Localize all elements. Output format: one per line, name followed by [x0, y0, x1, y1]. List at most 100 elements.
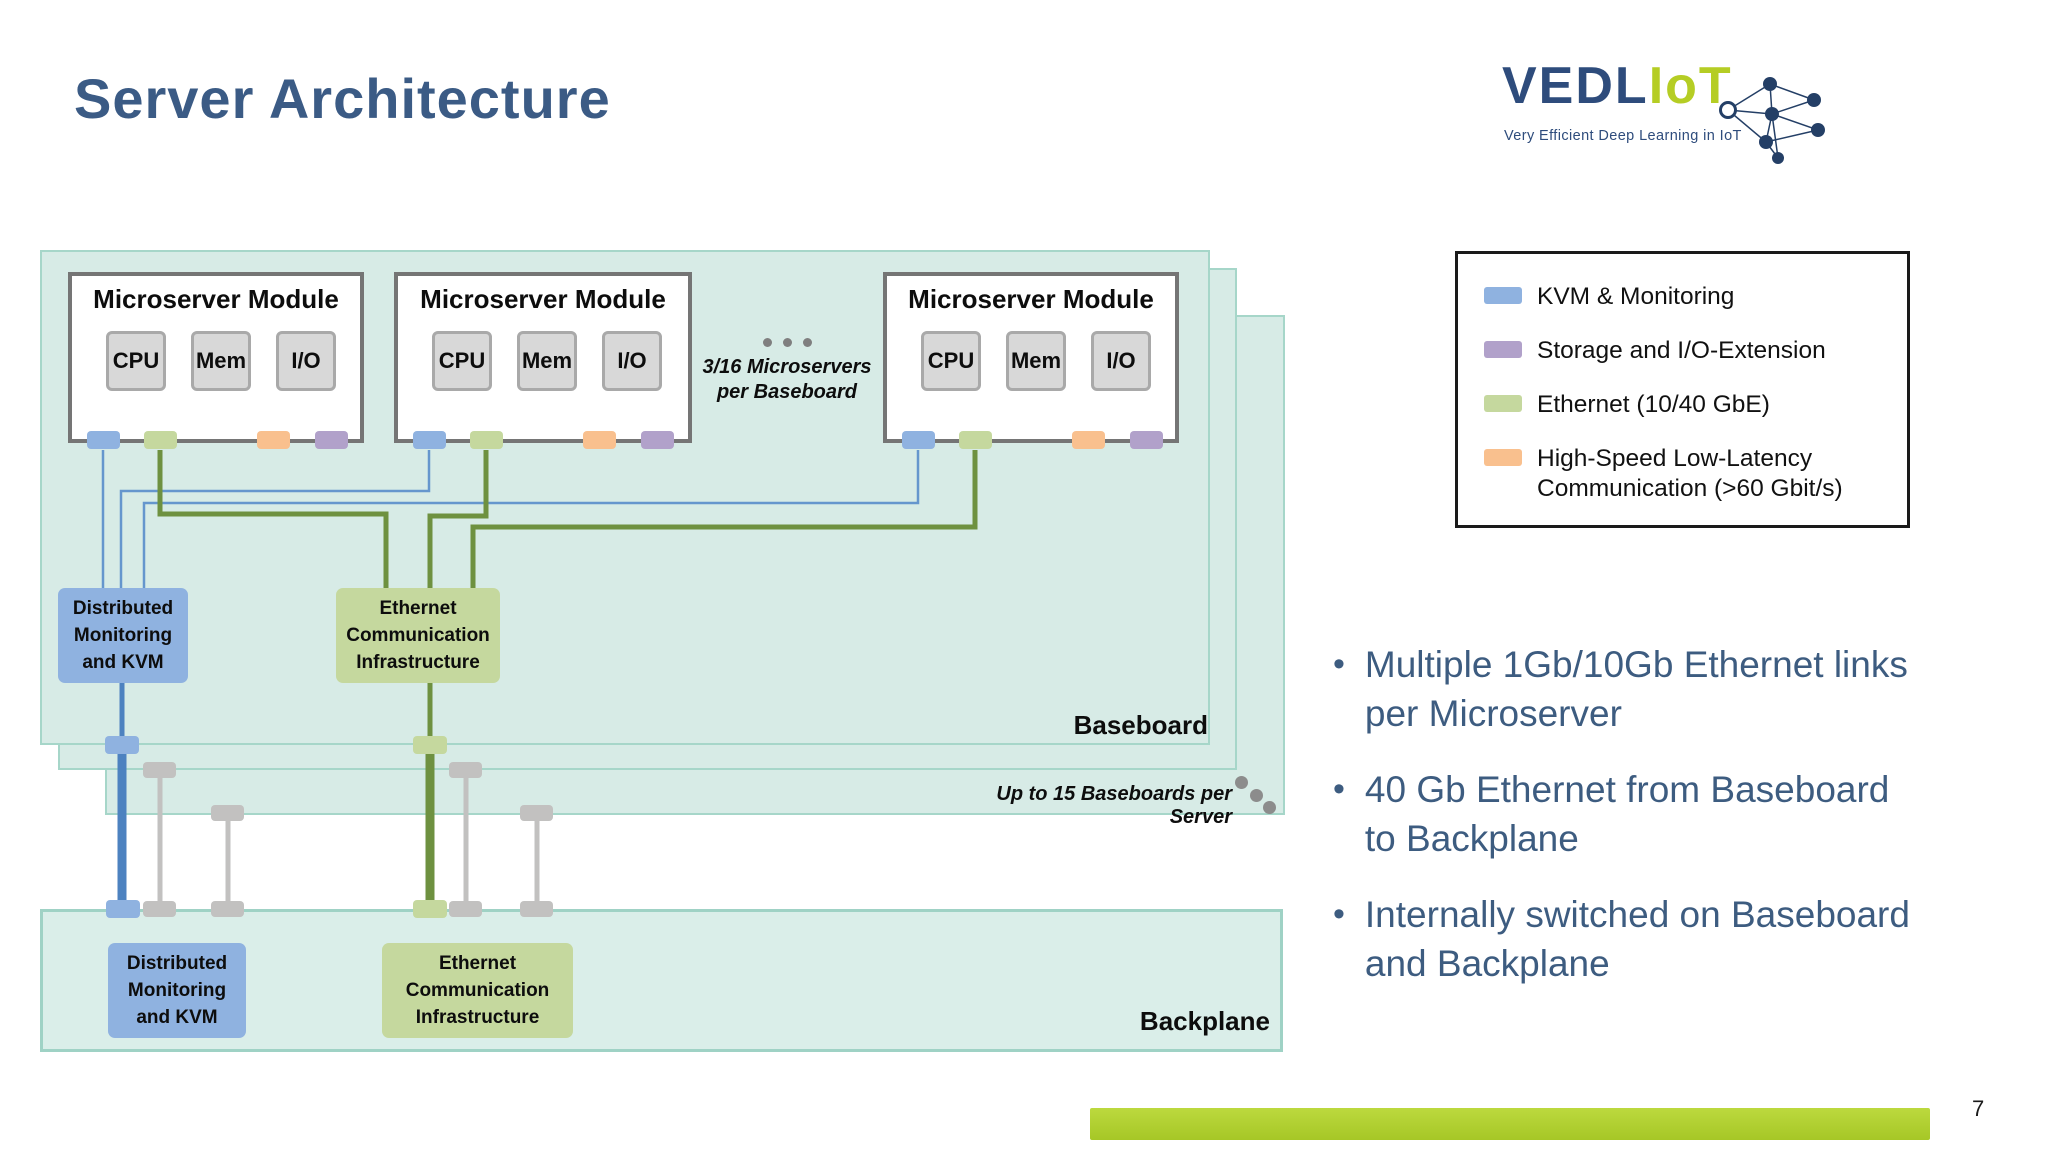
ethernet-tab: [144, 431, 177, 449]
baseboard-ethernet-box: Ethernet Communication Infrastructure: [336, 588, 500, 683]
legend-label: Storage and I/O-Extension: [1537, 337, 1826, 364]
microserver-module-1: Microserver Module CPU Mem I/O: [68, 272, 364, 449]
mem-chip: Mem: [1006, 331, 1066, 391]
io-chip: I/O: [602, 331, 662, 391]
logo-tagline: Very Efficient Deep Learning in IoT: [1504, 128, 1742, 144]
bullet-list: • Multiple 1Gb/10Gb Ethernet links per M…: [1333, 640, 1993, 988]
kvm-edge-tab: [106, 900, 140, 918]
legend-label: KVM & Monitoring: [1537, 283, 1735, 310]
kvm-box-line: and KVM: [136, 1006, 218, 1028]
legend-item-ethernet: Ethernet (10/40 GbE): [1484, 390, 1907, 420]
eth-box-line: Infrastructure: [415, 1006, 540, 1028]
stack-ellipsis-dot: [1250, 789, 1263, 802]
backplane: [40, 909, 1283, 1052]
kvm-tab: [413, 431, 446, 449]
bullet-line: per Microserver: [1364, 693, 1622, 734]
gray-connector-tab: [211, 901, 244, 917]
accent-bar: [1090, 1108, 1930, 1140]
note-line-1: 3/16 Microservers: [702, 356, 872, 378]
kvm-tab: [87, 431, 120, 449]
io-chip: I/O: [276, 331, 336, 391]
baseboard-label: Baseboard: [1073, 710, 1208, 740]
eth-box-line: Infrastructure: [356, 651, 480, 673]
ethernet-tab: [959, 431, 992, 449]
module-title: Microserver Module: [420, 284, 666, 314]
storage-swatch-icon: [1484, 341, 1522, 358]
ethernet-tab: [470, 431, 503, 449]
bullet-line: Multiple 1Gb/10Gb Ethernet links: [1364, 644, 1908, 685]
microservers-per-baseboard-note: 3/16 Microservers per Baseboard: [687, 338, 887, 405]
cpu-chip: CPU: [432, 331, 492, 391]
legend-item-storage: Storage and I/O-Extension: [1484, 336, 1907, 366]
highspeed-tab: [583, 431, 616, 449]
note-line-2: per Baseboard: [716, 381, 858, 403]
logo-text-accent: IoT: [1648, 57, 1733, 115]
bullet-marker: •: [1333, 770, 1345, 808]
gray-connector-tab: [211, 805, 244, 821]
ethernet-edge-tab: [413, 900, 447, 918]
neural-network-icon: [1719, 77, 1825, 164]
logo-wordmark: VEDLIoT: [1502, 56, 1733, 116]
bullet-line: and Backplane: [1364, 943, 1610, 984]
bullet-marker: •: [1333, 895, 1345, 933]
bullet-item: • Internally switched on Baseboard and B…: [1333, 890, 1993, 988]
kvm-swatch-icon: [1484, 287, 1522, 304]
gray-connector-tab: [449, 762, 482, 778]
legend-label: High-Speed Low-Latency Communication (>6…: [1537, 445, 1843, 502]
highspeed-tab: [257, 431, 290, 449]
mem-chip: Mem: [191, 331, 251, 391]
page-number: 7: [1972, 1096, 1985, 1121]
ellipsis-dots-icon: [687, 338, 887, 347]
io-chip: I/O: [1091, 331, 1151, 391]
backplane-kvm-box: Distributed Monitoring and KVM: [108, 943, 246, 1038]
baseboard-kvm-box: Distributed Monitoring and KVM: [58, 588, 188, 683]
bullet-line: 40 Gb Ethernet from Baseboard: [1364, 769, 1890, 810]
legend-item-highspeed: High-Speed Low-Latency Communication (>6…: [1484, 444, 1907, 504]
module-title: Microserver Module: [93, 284, 339, 314]
kvm-box-line: Monitoring: [73, 624, 173, 646]
storage-tab: [641, 431, 674, 449]
storage-tab: [315, 431, 348, 449]
kvm-box-line: Monitoring: [127, 979, 227, 1001]
eth-box-line: Ethernet: [379, 597, 457, 619]
kvm-box-line: and KVM: [82, 651, 164, 673]
highspeed-swatch-icon: [1484, 449, 1522, 466]
bullet-marker: •: [1333, 645, 1345, 683]
module-title: Microserver Module: [908, 284, 1154, 314]
kvm-edge-tab: [105, 736, 139, 754]
bullet-line: Internally switched on Baseboard: [1364, 894, 1910, 935]
legend-item-kvm: KVM & Monitoring: [1484, 282, 1907, 312]
bullet-item: • 40 Gb Ethernet from Baseboard to Backp…: [1333, 765, 1993, 863]
vedliot-logo: VEDLIoT Very Efficient Deep Learning in …: [1502, 50, 1842, 164]
gray-connector-tab: [520, 901, 553, 917]
bullet-item: • Multiple 1Gb/10Gb Ethernet links per M…: [1333, 640, 1993, 738]
ethernet-edge-tab: [413, 736, 447, 754]
kvm-box-line: Distributed: [72, 597, 174, 619]
eth-box-line: Communication: [346, 624, 490, 646]
gray-connector-tab: [520, 805, 553, 821]
legend-label: Ethernet (10/40 GbE): [1537, 391, 1770, 418]
storage-tab: [1130, 431, 1163, 449]
cpu-chip: CPU: [106, 331, 166, 391]
bullet-line: to Backplane: [1364, 818, 1579, 859]
page-title: Server Architecture: [74, 67, 611, 130]
cpu-chip: CPU: [921, 331, 981, 391]
stack-ellipsis-dot: [1235, 776, 1248, 789]
ethernet-swatch-icon: [1484, 395, 1522, 412]
logo-text-primary: VEDL: [1502, 57, 1649, 115]
gray-connector-tab: [143, 762, 176, 778]
backplane-label: Backplane: [1139, 1006, 1270, 1036]
gray-connector-tab: [449, 901, 482, 917]
backplane-ethernet-box: Ethernet Communication Infrastructure: [382, 943, 573, 1038]
eth-box-line: Ethernet: [438, 952, 517, 974]
mem-chip: Mem: [517, 331, 577, 391]
kvm-box-line: Distributed: [126, 952, 228, 974]
stack-ellipsis-dot: [1263, 801, 1276, 814]
eth-box-line: Communication: [405, 979, 550, 1001]
microserver-module-3: Microserver Module CPU Mem I/O: [883, 272, 1179, 449]
kvm-tab: [902, 431, 935, 449]
baseboards-per-server-note: Up to 15 Baseboards per Server: [996, 783, 1232, 828]
legend: KVM & Monitoring Storage and I/O-Extensi…: [1455, 251, 1910, 528]
microserver-module-2: Microserver Module CPU Mem I/O: [394, 272, 692, 449]
